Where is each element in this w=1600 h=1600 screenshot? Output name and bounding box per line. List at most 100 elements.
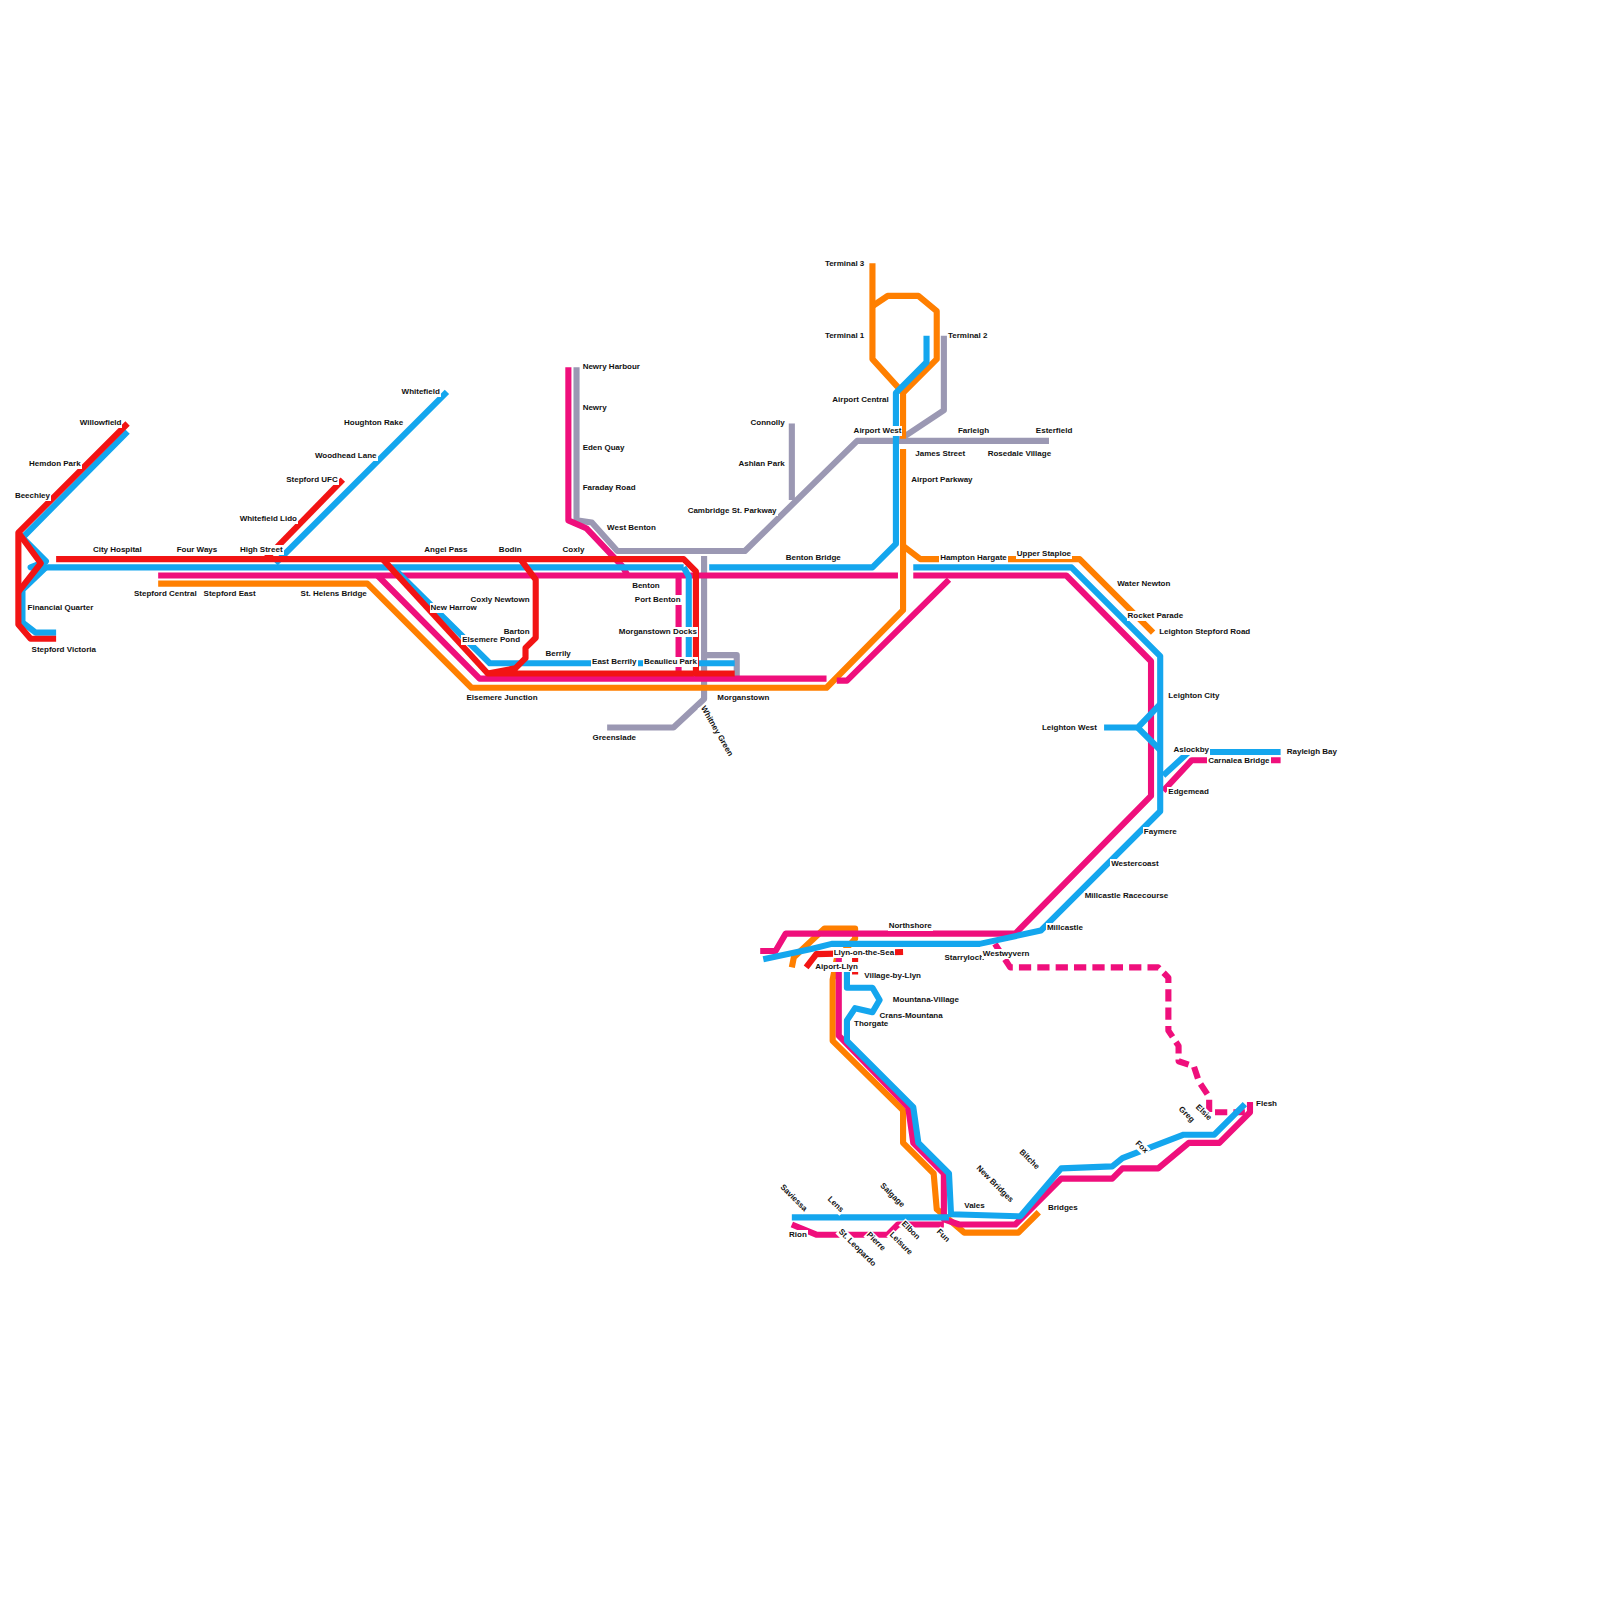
station-label: Flesh: [1255, 1099, 1278, 1109]
station-label: Stepford Victoria: [31, 645, 97, 655]
route-line: [22, 432, 683, 568]
station-label: Thorgate: [853, 1019, 889, 1029]
station-label: Connolly: [749, 418, 785, 428]
station-label: Financial Quarter: [27, 603, 95, 613]
station-label: Starryloch: [943, 953, 985, 963]
station-label: Morganstown Docks: [618, 627, 698, 637]
station-label: Millcastle Racecourse: [1084, 891, 1170, 901]
station-label: Leighton City: [1167, 691, 1220, 701]
station-label: Newry: [582, 403, 608, 413]
station-label: Benton Bridge: [785, 553, 842, 563]
station-label: Leighton West: [1041, 723, 1098, 733]
station-label: Terminal 1: [824, 331, 865, 341]
station-label: Stepford UFC: [285, 475, 339, 485]
station-label: Stepford Central: [133, 589, 198, 599]
station-label: Newry Harbour: [582, 362, 641, 372]
station-label: Vales: [963, 1201, 985, 1211]
station-label: Fun: [933, 1226, 952, 1245]
route-line: [1163, 752, 1280, 775]
station-label: Faraday Road: [582, 483, 637, 493]
route-line: [56, 559, 735, 673]
station-label: Ashlan Park: [737, 459, 785, 469]
route-line: [18, 423, 127, 638]
station-label: Rosedale Village: [987, 449, 1052, 459]
station-label: Port Benton: [634, 595, 682, 605]
station-label: Eden Quay: [582, 443, 626, 453]
route-line: [792, 929, 1039, 1233]
station-label: Llyn-on-the-Sea: [833, 948, 895, 958]
station-label: Coxly: [562, 545, 586, 555]
station-label: Terminal 3: [824, 259, 865, 269]
station-label: Airport West: [853, 426, 903, 436]
station-label: High Street: [239, 545, 284, 555]
station-label: Whitefield Lido: [239, 514, 298, 524]
station-label: Elsemere Junction: [465, 693, 538, 703]
station-label: Aslockby: [1172, 745, 1210, 755]
station-label: Coxly Newtown: [469, 595, 530, 605]
station-label: New Bridges: [973, 1163, 1016, 1206]
station-label: Woodhead Lane: [314, 451, 378, 461]
station-label: Esterfield: [1035, 426, 1073, 436]
route-line: [837, 580, 949, 681]
station-label: Stepford East: [203, 589, 257, 599]
station-label: Northshore: [888, 921, 933, 931]
station-label: Airport Parkway: [910, 475, 973, 485]
station-label: St. Helens Bridge: [300, 589, 368, 599]
route-line: [577, 367, 1049, 551]
route-line: [839, 954, 1250, 1224]
route-line: [789, 423, 795, 500]
route-line: [1138, 728, 1160, 750]
route-line: [1104, 704, 1160, 727]
station-label: Greenslade: [591, 733, 637, 743]
route-line: [684, 567, 689, 663]
station-label: Benton: [631, 581, 661, 591]
station-label: Farleigh: [957, 426, 990, 436]
station-label: Westercoast: [1110, 859, 1159, 869]
station-label: Hampton Hargate: [939, 553, 1008, 563]
station-label: Berrily: [544, 649, 571, 659]
station-label: City Hospital: [92, 545, 143, 555]
station-label: James Street: [914, 449, 966, 459]
route-line: [847, 964, 1245, 1216]
station-label: Bodin: [498, 545, 523, 555]
station-label: Westwyvern: [982, 949, 1031, 959]
station-label: Morganstown: [716, 693, 770, 703]
station-label: Houghton Rake: [343, 418, 404, 428]
route-line: [18, 533, 40, 592]
station-label: Bitche: [1017, 1147, 1043, 1173]
station-label: Lens: [825, 1194, 847, 1216]
station-label: Millcastle: [1046, 923, 1084, 933]
station-label: Edgemead: [1167, 787, 1209, 797]
station-label: Aiport-Llyn: [814, 962, 859, 972]
station-label: Angel Pass: [423, 545, 468, 555]
station-label: Mountana-Village: [892, 995, 960, 1005]
station-label: Leighton Stepford Road: [1158, 627, 1251, 637]
route-line: [792, 1214, 949, 1220]
station-label: Faymere: [1143, 827, 1178, 837]
station-label: Village-by-Llyn: [863, 971, 922, 981]
route-line: [393, 567, 735, 663]
route-line: [383, 559, 488, 673]
station-label: Rocket Parade: [1127, 611, 1185, 621]
station-label: Rayleigh Bay: [1286, 747, 1338, 757]
station-label: Upper Staploe: [1016, 549, 1072, 559]
station-label: Barton: [503, 627, 531, 637]
route-line: [709, 336, 926, 568]
route-line: [995, 944, 1245, 1112]
station-label: Four Ways: [176, 545, 219, 555]
station-label: Beechley: [14, 491, 51, 501]
route-line: [276, 392, 447, 563]
route-line: [607, 556, 704, 727]
station-label: Rion: [788, 1230, 808, 1240]
station-label: Whitefield: [401, 387, 441, 397]
station-label: West Benton: [606, 523, 657, 533]
station-label: Airport Central: [831, 395, 889, 405]
station-label: Saviessa: [777, 1182, 810, 1215]
station-label: Bridges: [1047, 1203, 1079, 1213]
station-label: Willowfield: [79, 418, 123, 428]
station-label: Hemdon Park: [28, 459, 82, 469]
station-label: Beaulieu Park: [643, 657, 698, 667]
station-label: Salgage: [877, 1180, 907, 1210]
station-label: East Berrily: [591, 657, 637, 667]
